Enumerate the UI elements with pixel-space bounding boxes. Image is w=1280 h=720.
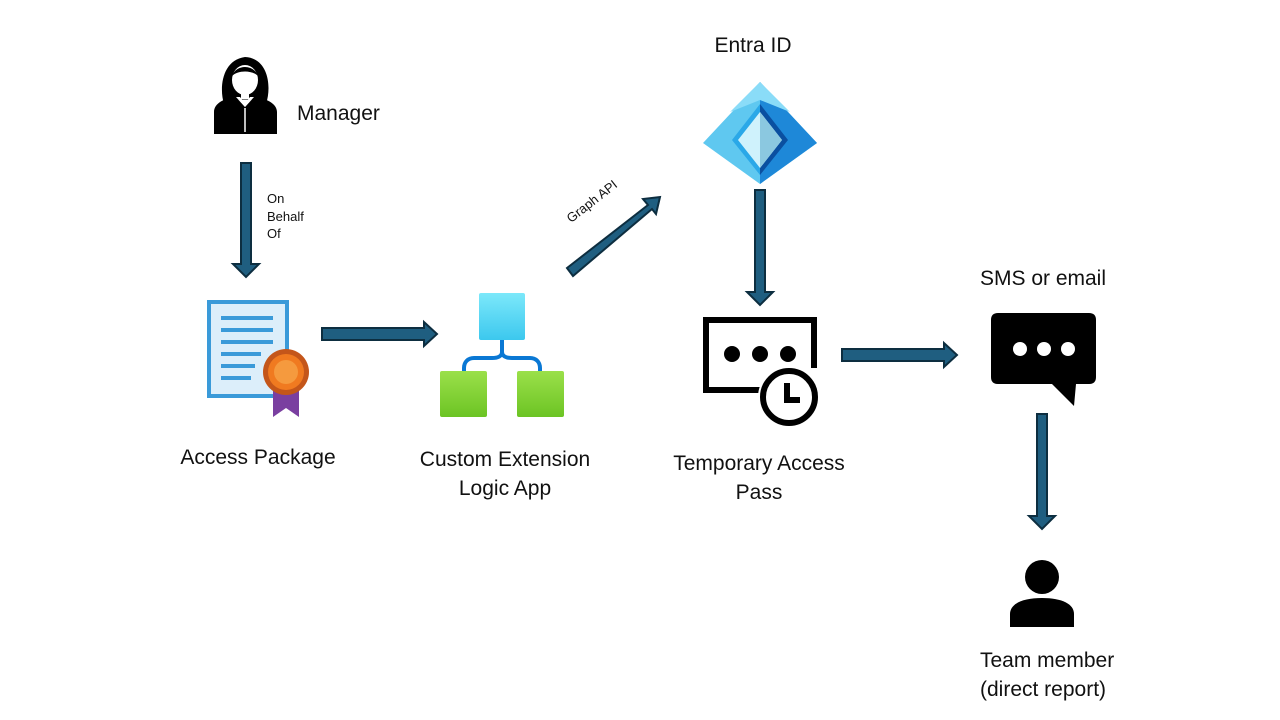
arrow-entra-id-to-tap <box>744 189 776 307</box>
arrow-access-package-to-logic-app <box>321 319 439 349</box>
manager-label: Manager <box>297 102 380 125</box>
entra-id-diamond-icon <box>703 82 817 184</box>
password-clock-icon <box>703 317 820 428</box>
team-member-label-line-2: (direct report) <box>980 678 1107 701</box>
tap-label: Temporary Access Pass <box>654 449 864 507</box>
arrow-tap-to-sms <box>841 340 959 370</box>
arrow-sms-to-team-member <box>1026 413 1058 531</box>
team-member-label: Team member (direct report) <box>980 646 1114 704</box>
chat-bubble-icon <box>991 313 1096 406</box>
on-behalf-of-label: On Behalf Of <box>267 190 304 243</box>
team-member-label-line-1: Team member <box>980 649 1115 672</box>
arrow-manager-to-access-package <box>230 162 262 279</box>
logic-app-label-line-2: Logic App <box>458 477 552 500</box>
entra-id-label: Entra ID <box>714 34 792 57</box>
tap-label-line-1: Temporary Access <box>673 452 845 475</box>
logic-app-icon <box>440 293 564 417</box>
tap-label-line-2: Pass <box>735 481 783 504</box>
on-behalf-of-line-1: On <box>267 191 285 206</box>
sms-email-label: SMS or email <box>979 267 1107 290</box>
on-behalf-of-line-2: Behalf <box>267 208 304 224</box>
person-icon <box>1010 560 1074 627</box>
certificate-icon <box>207 300 309 417</box>
logic-app-label-line-1: Custom Extension <box>419 448 591 471</box>
arrow-logic-app-to-entra-id <box>565 195 662 278</box>
access-package-label: Access Package <box>180 446 336 469</box>
on-behalf-of-line-3: Of <box>267 226 281 241</box>
manager-person-icon <box>214 57 277 134</box>
logic-app-label: Custom Extension Logic App <box>400 445 610 503</box>
